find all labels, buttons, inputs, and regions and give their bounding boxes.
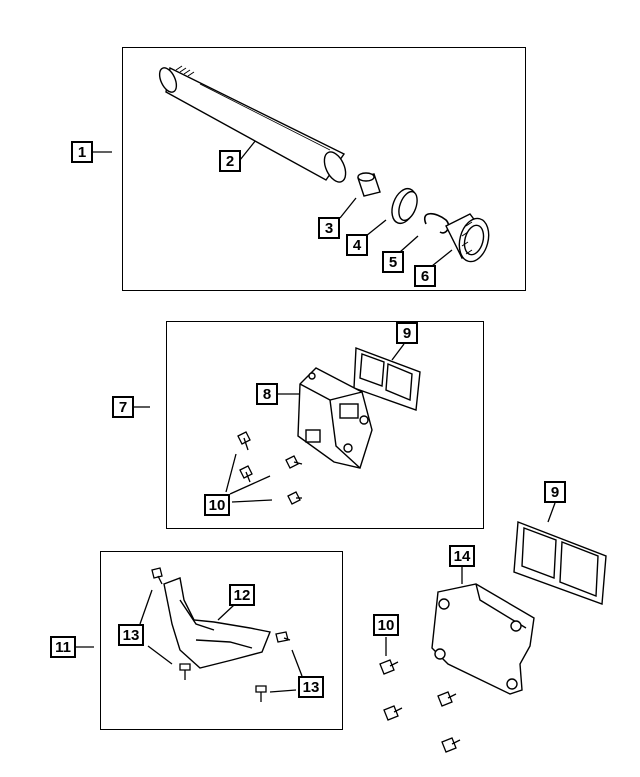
callout-1: 1 <box>71 141 93 163</box>
seal-part <box>391 187 418 225</box>
callout-9-lower: 9 <box>544 481 566 503</box>
bushing-part <box>357 172 381 197</box>
leader-line-9b <box>547 502 556 523</box>
callout-13-left: 13 <box>118 624 144 646</box>
callout-13-right: 13 <box>298 676 324 698</box>
callout-12: 12 <box>229 584 255 606</box>
leader-line-12 <box>217 604 235 621</box>
callout-14: 14 <box>449 545 475 567</box>
leader-line-10a-2 <box>229 475 271 495</box>
gear-part <box>445 213 490 263</box>
leader-line-10a-3 <box>231 499 273 503</box>
callout-6: 6 <box>414 265 436 287</box>
leader-line-13b-1 <box>291 649 303 677</box>
snap-ring-part <box>423 212 450 234</box>
leader-line-4 <box>365 219 387 237</box>
screws-bracket <box>151 567 291 702</box>
callout-5: 5 <box>382 251 404 273</box>
leader-line-5 <box>399 235 419 253</box>
gasket-part-upper <box>353 347 421 411</box>
callout-4: 4 <box>346 234 368 256</box>
callout-10-cover: 10 <box>373 614 399 636</box>
callout-2: 2 <box>219 150 241 172</box>
callout-11: 11 <box>50 636 76 658</box>
callout-10-actuator: 10 <box>204 494 230 516</box>
leader-line-13a-1 <box>139 589 153 625</box>
bolts-actuator <box>237 431 303 505</box>
leader-line-10a-1 <box>225 453 237 493</box>
leader-line-13a-2 <box>147 645 173 665</box>
group-box-shaft-assembly <box>122 47 526 291</box>
group-box-actuator-assembly <box>166 321 484 529</box>
leader-line-2 <box>239 139 257 161</box>
callout-3: 3 <box>318 217 340 239</box>
callout-8: 8 <box>256 383 278 405</box>
gasket-part-lower <box>513 521 607 605</box>
leader-line-3 <box>339 197 357 219</box>
leader-line-6 <box>431 249 453 267</box>
group-box-bracket-assembly <box>100 551 343 730</box>
shaft-part <box>158 65 347 183</box>
bolts-cover <box>379 659 461 753</box>
actuator-part <box>297 367 373 469</box>
leader-line-13b-2 <box>269 689 297 693</box>
callout-7: 7 <box>112 396 134 418</box>
leader-line-9a <box>391 343 405 361</box>
bracket-part <box>163 577 271 669</box>
callout-9-upper: 9 <box>396 322 418 344</box>
cover-plate-part <box>431 583 535 695</box>
